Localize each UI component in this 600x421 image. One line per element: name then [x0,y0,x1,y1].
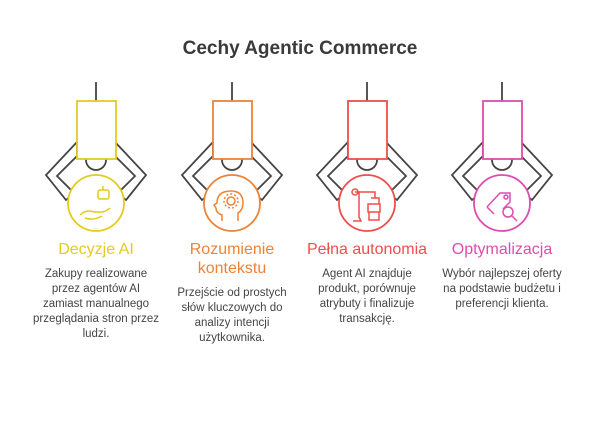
feature-decyzje-ai: Decyzje AI Zakupy realizowane przez agen… [26,80,166,342]
feature-title: Rozumienie kontekstu [189,241,275,277]
feature-description: Wybór najlepszej oferty na podstawie bud… [442,268,562,310]
feature-title: Optymalizacja [451,241,553,258]
claw-robot-hand-icon [44,82,148,232]
feature-title: Decyzje AI [58,241,134,258]
feature-description: Zakupy realizowane przez agentów AI zami… [33,268,159,340]
feature-pelna-autonomia: Pełna autonomia Agent AI znajduje produk… [297,80,437,327]
claw-robot-arm-icon [315,82,419,232]
feature-title: Pełna autonomia [306,241,428,258]
feature-description: Agent AI znajduje produkt, porównuje atr… [318,268,416,325]
claw-head-gear-icon [180,82,284,232]
feature-optymalizacja: Optymalizacja Wybór najlepszej oferty na… [432,80,572,312]
feature-rozumienie-kontekstu: Rozumienie kontekstu Przejście od prosty… [162,80,302,346]
feature-description: Przejście od prostych słów kluczowych do… [177,287,287,344]
page-title: Cechy Agentic Commerce [182,38,418,59]
claw-price-tag-search-icon [450,82,554,232]
